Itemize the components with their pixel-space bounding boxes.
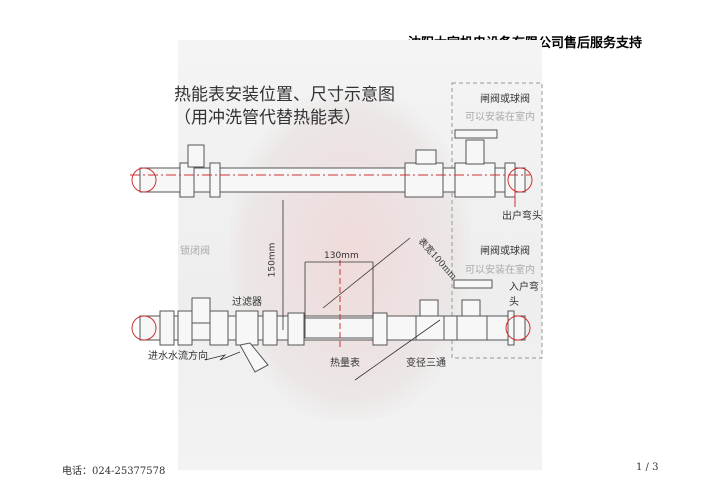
dim-150: 150mm <box>267 242 278 278</box>
diagram-subtitle: （用冲洗管代替热能表） <box>174 108 361 128</box>
label-heat-meter: 热量表 <box>330 358 360 369</box>
reducing-tee-branch <box>419 299 439 317</box>
heat-meter-body <box>304 317 374 339</box>
filter-housing <box>235 310 259 346</box>
heat-meter-photo-shade <box>230 90 470 420</box>
lock-valve-top <box>187 144 205 168</box>
label-indoor-top: 可以安装在室内 <box>465 112 535 123</box>
label-filter: 过滤器 <box>232 297 262 308</box>
label-flow-direction: 进水水流方向 <box>148 351 208 362</box>
dim-width-line <box>322 237 411 309</box>
pipe-fitting <box>179 162 195 198</box>
pipe-fitting <box>209 162 221 198</box>
dim-width-line-lower <box>354 319 441 381</box>
gate-valve-body-bottom <box>456 315 488 341</box>
pipe-fitting <box>209 310 229 346</box>
outlet-elbow-left <box>131 167 157 193</box>
inlet-elbow-right <box>505 315 531 341</box>
page-number: 1 / 3 <box>636 462 659 473</box>
reducing-tee-body <box>415 315 445 341</box>
pipe-fitting <box>507 310 515 346</box>
label-reducing-tee: 变径三通 <box>406 358 446 369</box>
pipe-fitting <box>372 312 388 346</box>
label-inlet-elbow: 入户弯头 <box>509 282 539 308</box>
pipe-fitting <box>159 310 175 346</box>
diagram-title: 热能表安装位置、尺寸示意图 <box>174 85 395 105</box>
pipe-fitting <box>262 310 278 346</box>
pipe-fitting <box>504 162 516 198</box>
label-valve-top: 闸阀或球阀 <box>480 94 530 105</box>
indoor-area-box <box>451 82 543 359</box>
pipe-fitting <box>404 162 444 198</box>
pipe-fitting <box>177 310 193 346</box>
label-indoor-bottom: 可以安装在室内 <box>465 265 535 276</box>
valve-handwheel-bottom <box>453 279 493 289</box>
footer-phone: 电话：024-25377578 <box>62 466 166 477</box>
label-valve-bottom: 闸阀或球阀 <box>480 246 530 257</box>
lock-valve-bottom <box>191 297 211 324</box>
pipe-fitting <box>287 312 305 346</box>
dim-130: 130mm <box>324 251 359 261</box>
valve-handwheel-top <box>454 129 498 139</box>
filter-body <box>239 342 269 373</box>
label-lock-valve: 锁闭阀 <box>180 246 210 257</box>
gate-valve-body-top <box>454 162 496 198</box>
flow-direction-arrow-icon <box>204 351 241 361</box>
valve-stem <box>415 149 437 165</box>
inlet-elbow-left <box>131 315 157 341</box>
valve-stem <box>461 299 481 317</box>
valve-stem <box>465 139 485 165</box>
label-outlet-elbow: 出户弯头 <box>502 211 542 222</box>
outlet-elbow-right <box>507 167 533 193</box>
